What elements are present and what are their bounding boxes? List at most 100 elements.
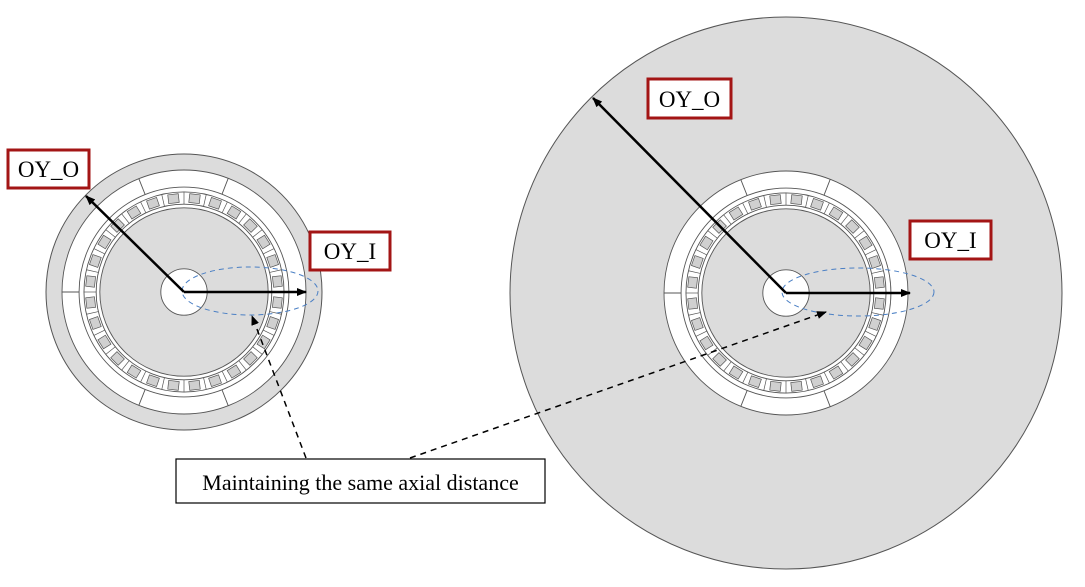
pole-divider	[742, 202, 749, 215]
stator-seam	[221, 178, 229, 195]
stator-seam	[823, 179, 831, 196]
pole-divider	[864, 249, 877, 256]
axial-distance-ellipse-left	[181, 266, 319, 316]
magnet-block	[88, 254, 102, 268]
pole-divider	[763, 195, 767, 208]
magnet-block	[845, 219, 860, 234]
magnet-block	[748, 375, 762, 389]
magnet-block	[146, 374, 160, 388]
magnet-block	[208, 374, 222, 388]
pole-divider	[763, 378, 767, 391]
oy-o-arrow-right	[592, 97, 787, 294]
magnet-block	[272, 275, 283, 288]
pole-divider	[871, 312, 884, 316]
magnet-block	[188, 380, 201, 391]
svg-text:OY_I: OY_I	[324, 239, 376, 264]
magnet-block	[828, 206, 844, 221]
magnet-block	[272, 296, 283, 309]
label-oy-o-right: OY_O	[646, 77, 733, 120]
label-oy-o-left: OY_O	[6, 148, 91, 190]
magnet-block	[828, 365, 844, 380]
pole-divider	[805, 195, 809, 208]
magnet-block	[845, 352, 860, 367]
magnet-block	[266, 254, 280, 268]
magnet-block	[97, 234, 112, 250]
pole-divider	[723, 214, 732, 225]
magnet-block	[188, 193, 201, 204]
pole-divider	[854, 347, 865, 356]
pole-divider	[140, 370, 147, 383]
pole-divider	[161, 377, 165, 390]
magnet-block	[167, 380, 180, 391]
oy-o-arrow-left	[85, 195, 185, 293]
magnet-block	[690, 255, 704, 269]
pole-divider	[93, 329, 106, 336]
svg-text:OY_O: OY_O	[18, 157, 79, 182]
svg-text:OY_O: OY_O	[659, 87, 720, 112]
magnet-block	[88, 316, 102, 330]
pole-divider	[105, 229, 116, 238]
stator-seam	[740, 179, 748, 196]
pole-divider	[707, 230, 718, 239]
pole-divider	[161, 194, 165, 207]
magnet-block	[85, 296, 96, 309]
pole-divider	[140, 201, 147, 214]
magnet-block	[769, 194, 782, 205]
axial-distance-ellipse-right	[781, 267, 935, 317]
magnet-block	[810, 375, 824, 389]
magnet-block	[874, 297, 885, 310]
pole-divider	[221, 370, 228, 383]
magnet-block	[126, 205, 142, 220]
magnet-block	[790, 381, 803, 392]
magnet-block	[243, 218, 258, 233]
pole-divider	[203, 194, 207, 207]
magnet-block	[687, 276, 698, 289]
svg-text:OY_I: OY_I	[924, 228, 976, 253]
pole-divider	[269, 269, 282, 273]
pole-divider	[203, 377, 207, 390]
magnet-block	[810, 197, 824, 211]
pole-divider	[238, 213, 247, 224]
magnet-block	[769, 381, 782, 392]
pole-divider	[871, 270, 884, 274]
magnet-block	[110, 351, 125, 366]
stator-seam	[138, 389, 146, 406]
magnet-block	[126, 364, 142, 379]
pole-divider	[723, 361, 732, 372]
magnet-block	[874, 276, 885, 289]
magnet-block	[687, 297, 698, 310]
magnet-block	[748, 197, 762, 211]
magnet-block	[790, 194, 803, 205]
stator-seam	[221, 389, 229, 406]
leader-line-left	[251, 315, 307, 459]
pole-divider	[269, 311, 282, 315]
magnet-block	[728, 206, 744, 221]
magnet-block	[97, 334, 112, 350]
magnet-block	[728, 365, 744, 380]
magnet-block	[167, 193, 180, 204]
svg-text:Maintaining the same axial dis: Maintaining the same axial distance	[202, 470, 518, 495]
magnet-block	[858, 335, 873, 351]
pole-divider	[864, 330, 877, 337]
magnet-block	[858, 235, 873, 251]
magnet-block	[256, 334, 271, 350]
pole-divider	[688, 312, 701, 316]
magnet-block	[266, 316, 280, 330]
stator-seam	[740, 390, 748, 407]
pole-divider	[262, 329, 275, 336]
pole-divider	[805, 378, 809, 391]
magnet-block	[243, 351, 258, 366]
pole-divider	[688, 270, 701, 274]
magnet-block	[226, 205, 242, 220]
pole-divider	[854, 230, 865, 239]
stator-seam	[823, 390, 831, 407]
pole-divider	[742, 371, 749, 384]
leader-line-right	[409, 311, 827, 459]
pole-divider	[86, 311, 99, 315]
magnet-block	[85, 275, 96, 288]
magnet-block	[699, 335, 714, 351]
magnet-block	[868, 255, 882, 269]
label-oy-i-left: OY_I	[308, 230, 392, 272]
pole-divider	[86, 269, 99, 273]
